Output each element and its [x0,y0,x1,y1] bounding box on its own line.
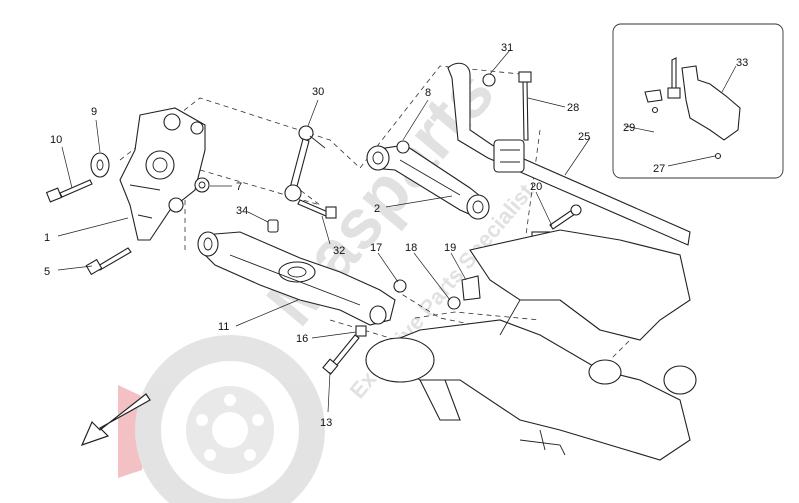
callout-28: 28 [567,102,579,114]
part-knuckle [119,107,206,241]
direction-arrow [80,393,151,447]
callout-20: 20 [530,181,542,193]
part-nut-8 [396,140,410,154]
callout-7: 7 [236,181,242,193]
callout-27: 27 [653,163,665,175]
callout-16: 16 [296,333,308,345]
callout-32: 32 [333,245,345,257]
part-stabiliser-bar [447,62,691,246]
callout-29: 29 [623,122,635,134]
callout-8: 8 [425,87,431,99]
part-bolt-16 [355,325,367,337]
callout-31: 31 [501,42,513,54]
callout-5: 5 [44,266,50,278]
callout-11: 11 [218,321,229,333]
part-bolt-5 [85,247,132,276]
part-bolt-10 [45,179,93,203]
brake-disc-logo [118,335,325,503]
inset-sensor-detail [612,23,784,179]
part-washer [90,152,110,178]
callout-9: 9 [91,106,97,118]
callout-labels: 10 9 1 5 7 34 30 32 8 2 11 16 13 17 18 1… [44,42,748,429]
callout-2: 2 [374,203,380,215]
part-bolt-13 [322,334,360,375]
part-upper-arm [366,144,490,220]
part-bracket-19 [461,275,481,301]
part-bolt-32 [297,199,337,219]
part-nut-17 [393,279,407,293]
callout-25: 25 [578,131,590,143]
callout-1: 1 [44,232,50,244]
part-nut-7 [194,177,210,193]
part-bracket-18 [447,296,461,310]
part-stabiliser-link [284,125,326,202]
part-lower-arm [197,231,396,326]
callout-34: 34 [236,205,248,217]
part-nut-31 [482,73,496,87]
leader-lines [57,49,737,413]
callout-33: 33 [736,57,748,69]
subframe [365,229,697,461]
callout-13: 13 [320,417,332,429]
callout-18: 18 [405,242,417,254]
callout-30: 30 [312,86,324,98]
callout-19: 19 [444,242,456,254]
part-sleeve-34 [267,219,279,233]
callout-17: 17 [370,242,382,254]
part-bolt-28 [518,71,532,141]
callout-10: 10 [50,134,62,146]
